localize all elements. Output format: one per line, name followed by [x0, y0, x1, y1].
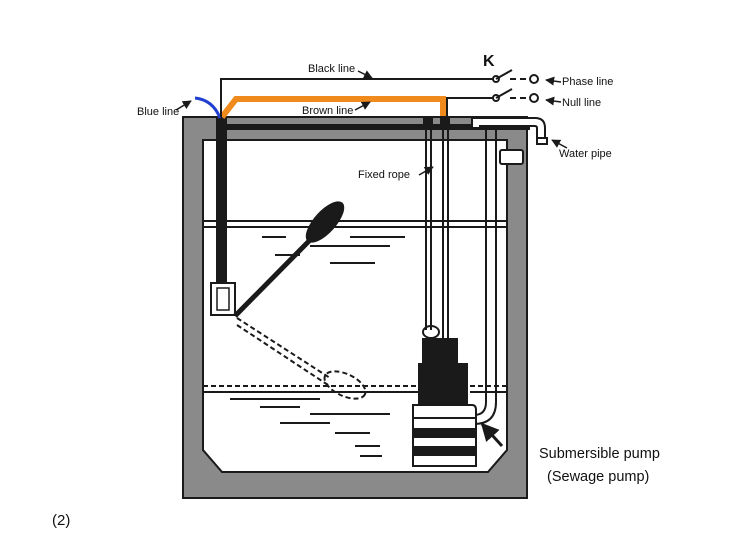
phase-line-label: Phase line	[562, 76, 613, 88]
water-low-level	[203, 385, 507, 457]
float-switch	[210, 117, 367, 400]
pipe-valve	[499, 149, 524, 165]
pump-subtitle-label: (Sewage pump)	[547, 469, 649, 485]
switch-k-label: K	[483, 53, 495, 70]
float-ball-low	[323, 370, 367, 400]
tank-inner-outline	[202, 140, 508, 473]
tank-cover-bar	[225, 124, 530, 130]
fixed-rope-label: Fixed rope	[358, 169, 410, 181]
brown-line-label: Brown line	[302, 105, 353, 117]
float-arm	[233, 236, 314, 318]
null-wire	[446, 97, 485, 120]
figure-number: (2)	[52, 512, 70, 529]
float-cable-sheath	[216, 117, 227, 287]
tank	[182, 116, 528, 499]
black-line-label: Black line	[308, 63, 355, 75]
float-ball	[305, 201, 345, 243]
water-pipe	[471, 117, 548, 425]
pump-title-label: Submersible pump	[539, 446, 660, 462]
pump-motor	[418, 363, 468, 405]
float-arm-low	[236, 317, 331, 386]
black-wire	[220, 78, 485, 117]
switch-k	[492, 69, 539, 103]
phase-terminal	[529, 74, 539, 84]
brown-wire	[219, 96, 446, 120]
null-terminal	[529, 93, 539, 103]
water-high-level	[203, 220, 507, 264]
blue-line-label: Blue line	[137, 106, 179, 118]
submersible-pump	[412, 325, 477, 467]
blue-wire	[194, 96, 222, 119]
wiring	[194, 78, 493, 120]
null-line-label: Null line	[562, 97, 601, 109]
water-pipe-label: Water pipe	[559, 148, 612, 160]
label-arrows	[175, 70, 568, 448]
fixed-rope	[423, 116, 450, 340]
pump-handle-block	[422, 338, 458, 366]
